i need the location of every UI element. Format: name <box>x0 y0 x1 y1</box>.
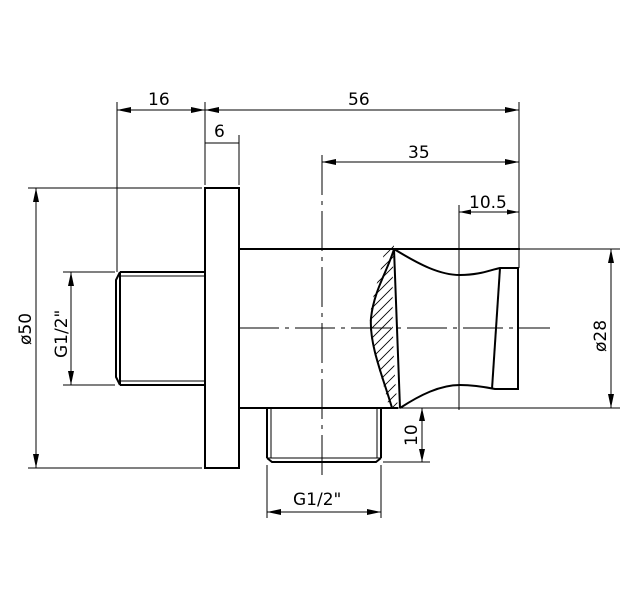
dimension-56: 56 <box>205 90 519 113</box>
dim-label-outlet-thread: G1/2" <box>293 490 341 510</box>
section-hatch <box>369 245 398 408</box>
dimension-6: 6 <box>205 122 239 144</box>
outlet-thread <box>266 408 382 463</box>
rear-thread <box>115 271 205 386</box>
dim-label-rear-thread: G1/2" <box>52 310 72 358</box>
dimension-35: 35 <box>322 143 519 165</box>
dimension-16: 16 <box>117 90 205 113</box>
dim-label-6: 6 <box>214 122 225 142</box>
dim-label-35: 35 <box>408 143 430 163</box>
dimension-diameter-50: ø50 <box>16 188 39 468</box>
dimension-rear-thread: G1/2" <box>52 272 74 385</box>
dim-label-10: 10 <box>402 424 422 446</box>
dim-label-10-5: 10.5 <box>469 193 507 213</box>
flange <box>204 187 240 469</box>
dim-label-diameter-50: ø50 <box>16 313 36 345</box>
dimension-10: 10 <box>402 408 425 462</box>
dimension-diameter-28: ø28 <box>591 249 614 408</box>
dim-label-56: 56 <box>348 90 370 110</box>
extension-lines <box>28 102 620 518</box>
dimension-outlet-thread: G1/2" <box>267 490 381 515</box>
dim-label-diameter-28: ø28 <box>591 320 611 352</box>
dimension-10-5: 10.5 <box>459 193 519 215</box>
centerlines <box>239 155 550 475</box>
dim-label-16: 16 <box>148 90 170 110</box>
